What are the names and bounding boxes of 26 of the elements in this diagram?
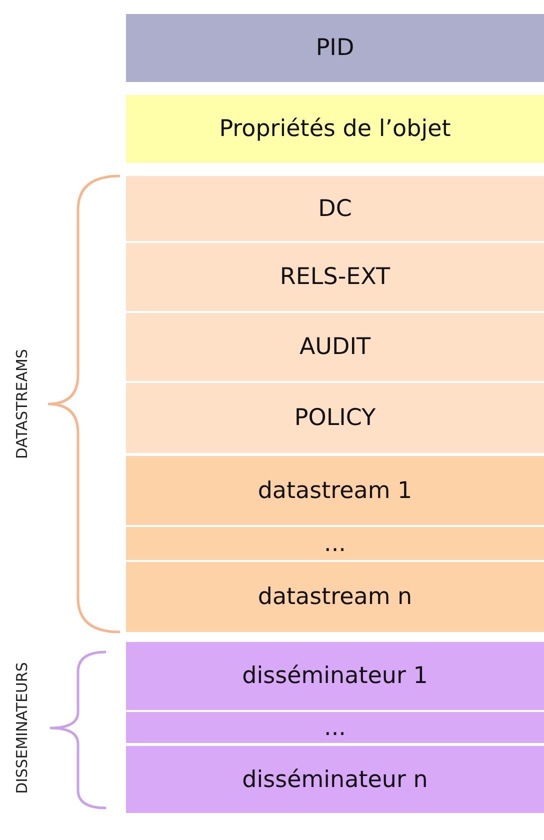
row-label: datastream 1 [258, 478, 412, 504]
group-label: DISSEMINATEURS [12, 662, 31, 794]
row-label: disséminateur n [242, 766, 428, 792]
row-label: AUDIT [299, 334, 371, 360]
row-box [126, 313, 544, 381]
row-box [126, 243, 544, 311]
row-label: POLICY [294, 405, 376, 431]
row-label: datastream n [258, 584, 412, 610]
row-label: RELS-EXT [280, 264, 390, 290]
row-box [126, 95, 544, 163]
row-box [126, 176, 544, 241]
row-label: ... [324, 530, 346, 556]
row-label: DC [318, 196, 352, 222]
row-label: disséminateur 1 [242, 663, 428, 689]
row-box [126, 562, 544, 632]
row-label: ... [324, 714, 346, 740]
row-box [126, 642, 544, 710]
row-box [126, 712, 544, 743]
row-box [126, 746, 544, 813]
row-box [126, 527, 544, 560]
row-box [126, 383, 544, 453]
row-box [126, 456, 544, 525]
row-label: Propriétés de l’objet [219, 116, 451, 142]
group-label: DATASTREAMS [12, 349, 31, 459]
row-label: PID [316, 35, 354, 61]
row-box [126, 14, 544, 82]
